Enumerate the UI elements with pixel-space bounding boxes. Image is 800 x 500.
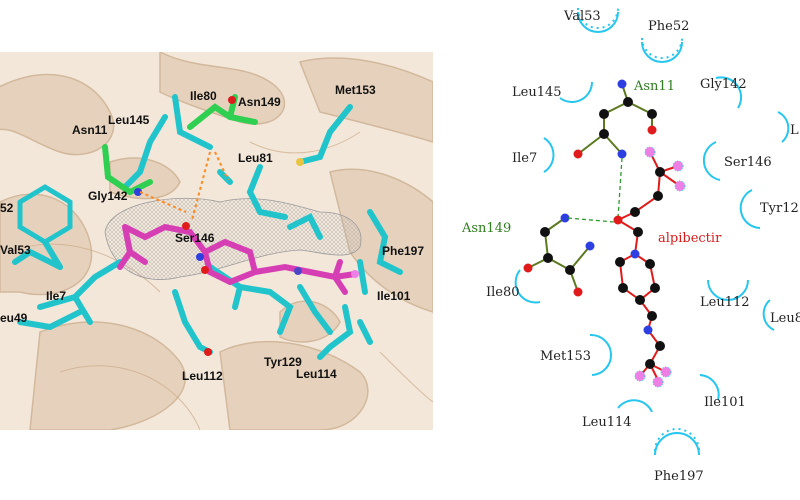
label-leu81: Leu81: [238, 151, 273, 165]
label-leu114: Leu114: [296, 367, 337, 381]
label-ile101: Ile101: [704, 395, 746, 410]
structure-labels: Ile80 Asn149 Met153 Leu145 Asn11 Leu81 G…: [0, 83, 424, 383]
residue-sticks: [12, 94, 403, 360]
interaction-diagram-2d: Val53 Phe52 Leu145 Asn11 Gly142 L Ile7 S…: [461, 7, 800, 484]
label-ile101: Ile101: [377, 289, 411, 303]
label-asn149: Asn149: [238, 95, 281, 109]
label-val53: Val53: [0, 243, 31, 257]
label-eu49: eu49: [0, 311, 28, 325]
label-l-partial: L: [790, 123, 799, 138]
label-asn11: Asn11: [72, 123, 108, 137]
label-leu145: Leu145: [108, 113, 150, 127]
label-phe197: Phe197: [654, 469, 704, 484]
heteroatoms: [134, 96, 359, 356]
residue-atoms: [523, 79, 657, 297]
label-ile7: Ile7: [512, 151, 537, 166]
label-phe52: Phe52: [648, 19, 689, 34]
hbond-dashes: [139, 151, 229, 221]
label-phe197: Phe197: [382, 244, 424, 258]
hydrogen-bonds: [567, 157, 623, 223]
label-val53: Val53: [563, 9, 601, 24]
label-asn11: Asn11: [633, 79, 675, 94]
label-asn149: Asn149: [461, 221, 511, 236]
label-ile80: Ile80: [486, 285, 520, 300]
label-met153: Met153: [540, 349, 591, 364]
label-ser146: Ser146: [724, 155, 772, 170]
label-tyr12: Tyr12: [760, 201, 799, 216]
hydrophobic-arcs: [514, 11, 790, 456]
label-52: 52: [0, 201, 14, 215]
binding-pocket-structure: Ile80 Asn149 Met153 Leu145 Asn11 Leu81 G…: [0, 52, 433, 430]
label-ile7: Ile7: [46, 289, 66, 303]
label-leu8: Leu8: [770, 311, 800, 326]
electron-density-mesh: [104, 197, 362, 280]
label-ile80: Ile80: [190, 89, 217, 103]
label-ser146: Ser146: [175, 231, 215, 245]
label-gly142: Gly142: [88, 189, 128, 203]
label-met153: Met153: [335, 83, 376, 97]
ligand-sticks: [117, 223, 358, 295]
diagram-labels: Val53 Phe52 Leu145 Asn11 Gly142 L Ile7 S…: [461, 9, 800, 484]
label-ligand: alpibectir: [658, 231, 722, 246]
label-leu112: Leu112: [182, 369, 223, 383]
label-leu145: Leu145: [512, 85, 562, 100]
label-leu112: Leu112: [700, 295, 750, 310]
label-tyr129: Tyr129: [264, 355, 302, 369]
ligand-atoms: [613, 146, 686, 388]
label-leu114: Leu114: [582, 415, 632, 430]
label-gly142: Gly142: [700, 77, 747, 92]
